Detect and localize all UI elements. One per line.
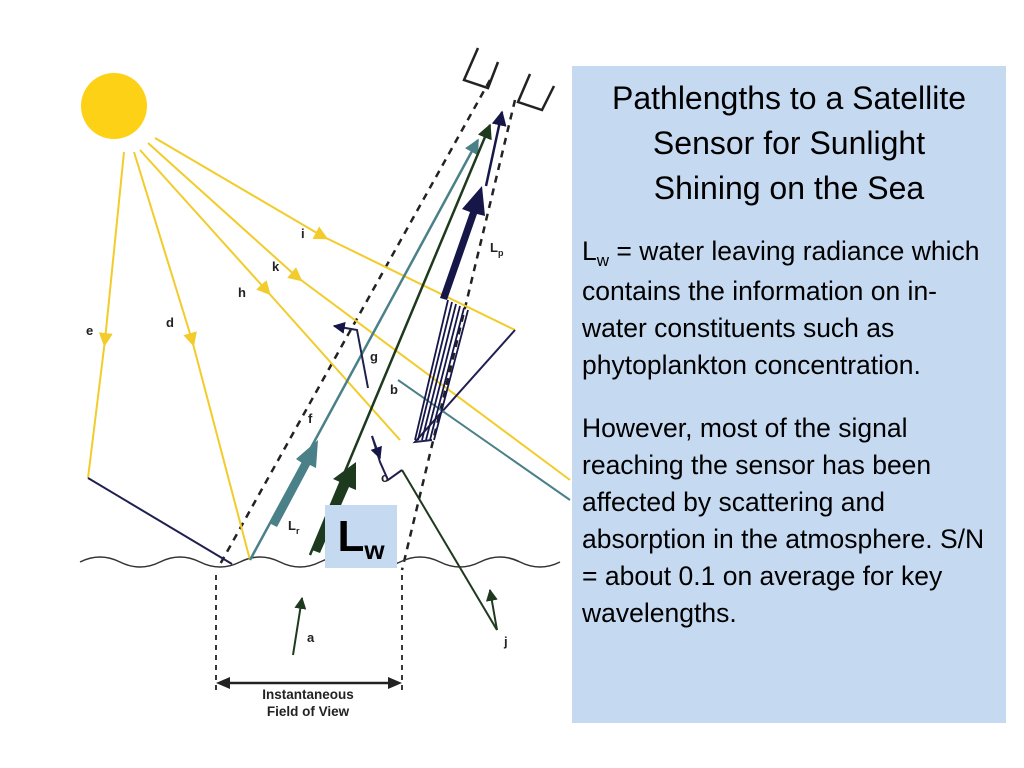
panel-title-line: Sensor for Sunlight [652,125,926,161]
label-b: b [390,382,398,397]
fov-arrow-right-head [388,677,402,689]
path-g [332,321,369,389]
lw-label-subscript: w [364,535,385,565]
lw-subscript: w [596,251,610,270]
label-a: a [307,630,315,645]
sensor-icon [462,47,500,90]
lr-arrow [269,440,318,527]
label-e: e [86,323,93,338]
sensor-icon [516,73,556,112]
ray-d [133,151,251,561]
path-b-fan [429,307,465,441]
lp-arrow [440,186,485,300]
panel-title-line: Pathlengths to a Satellite [611,80,966,116]
fov-boundary-left [216,79,492,569]
panel-title-line: Shining on the Sea [653,170,925,206]
label-lp: Lp [490,240,504,258]
label-g: g [370,349,378,364]
ray-i [154,137,516,331]
ray-e [87,151,125,479]
path-lp [484,110,507,187]
path-a [292,596,307,656]
path-b-fan [425,305,461,441]
ray-h [139,149,401,441]
label-f: f [308,411,313,426]
label-lr: Lr [288,518,300,536]
fov-caption-line1: Instantaneous [262,687,354,702]
path-c-arrow [370,435,382,460]
fov-caption-line2: Field of View [267,704,350,719]
lw-symbol: L [582,236,597,266]
panel-title: Pathlengths to a Satellite Sensor for Su… [582,76,996,211]
signal-note: However, most of the signal reaching the… [582,413,985,628]
path-k-teal [397,379,571,501]
path-b-fan [433,309,469,441]
path-j [401,469,498,631]
ray-k [147,142,571,481]
label-d: d [166,315,174,330]
label-i: i [301,226,305,241]
path-b-fan [417,301,453,441]
path-i-return [412,329,516,444]
fov-arrow-left-head [216,677,230,689]
label-c: c [381,470,388,485]
water-surface [79,556,561,568]
path-b-fan [421,303,457,441]
sun-icon [81,73,147,139]
fov-boundary-right [400,99,517,571]
label-k: k [272,259,280,274]
path-b-fan [414,299,449,441]
label-h: h [238,285,246,300]
label-j: j [503,634,508,649]
lw-definition-text: = water leaving radiance which contains … [582,236,980,380]
lw-label-symbol: L [337,511,365,561]
path-e-reflect [87,477,233,565]
explanation-panel: Pathlengths to a Satellite Sensor for Su… [572,66,1006,723]
lw-definition: Lw = water leaving radiance which contai… [582,233,996,384]
path-j-arrow [485,588,498,631]
